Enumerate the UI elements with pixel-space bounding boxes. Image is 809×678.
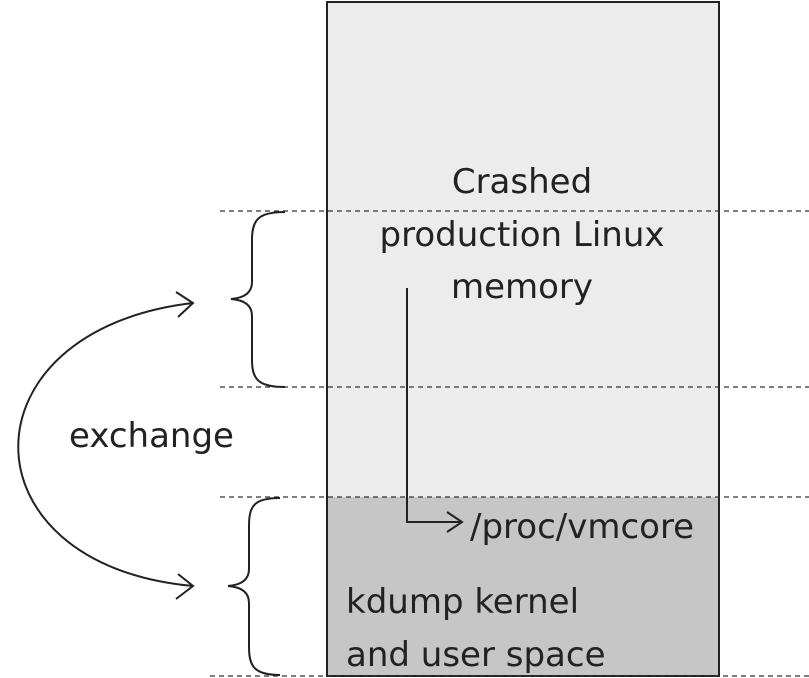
memory-column-border: [326, 1, 720, 677]
exchange-arc: [17, 302, 194, 587]
crashed-label-line2: production Linux: [380, 215, 665, 255]
exchange-arrowhead-upper: [175, 291, 195, 318]
exchange-arrowhead-lower: [175, 573, 195, 600]
upper-curly-brace: [230, 211, 286, 388]
kdump-label-line2: and user space: [346, 635, 605, 675]
vmcore-arrow-line: [406, 288, 462, 523]
kdump-region: [327, 497, 719, 676]
crashed-label-line1: Crashed: [452, 162, 592, 202]
lower-curly-brace: [227, 497, 281, 676]
kdump-label-line1: kdump kernel: [346, 582, 579, 622]
vmcore-label: /proc/vmcore: [470, 507, 694, 547]
vmcore-arrowhead: [446, 511, 464, 533]
exchange-label: exchange: [69, 416, 234, 456]
crashed-label-line3: memory: [451, 267, 593, 307]
